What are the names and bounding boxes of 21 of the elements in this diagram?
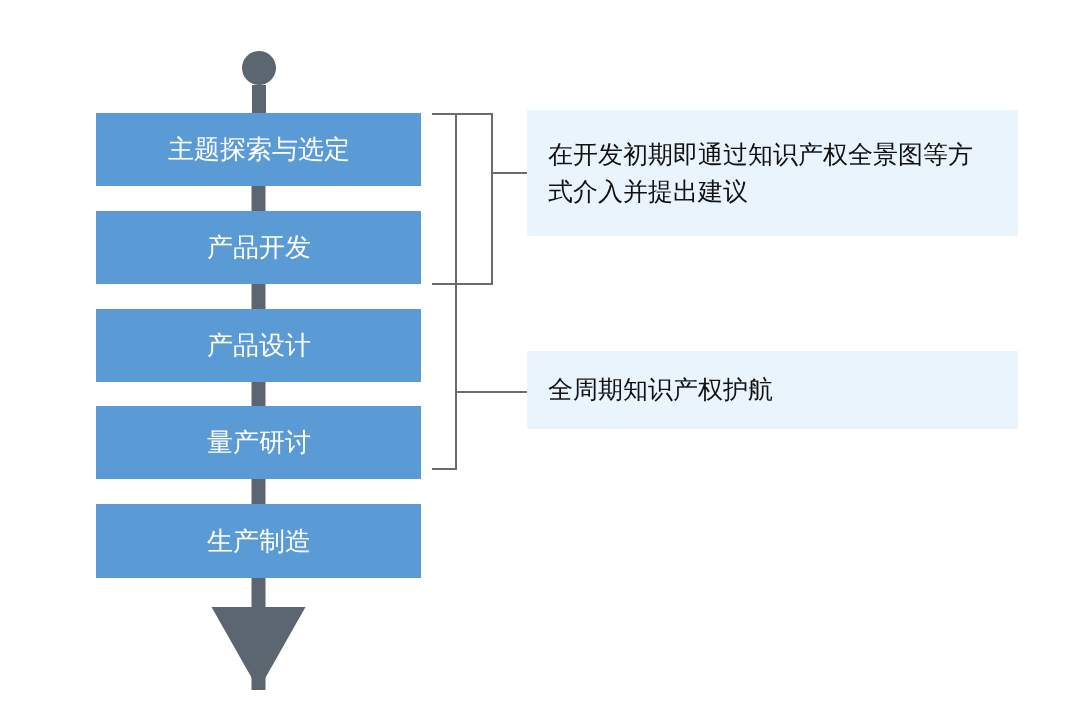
step-label: 主题探索与选定: [167, 133, 350, 166]
step-label: 产品开发: [206, 231, 311, 264]
step-label: 量产研讨: [206, 426, 311, 459]
connector-line: [251, 382, 266, 406]
process-box: [96, 113, 421, 186]
process-box: [96, 309, 421, 382]
connector-line: [251, 284, 266, 309]
note-text: 在开发初期即通过知识产权全景图等方式介入并提出建议: [548, 138, 974, 208]
step-label: 产品设计: [206, 329, 311, 362]
note-text: 全周期知识产权护航: [548, 374, 773, 407]
note-box: [527, 351, 1018, 429]
arrow: [211, 578, 306, 690]
connector-line: [251, 186, 266, 211]
connector-line: [252, 85, 266, 113]
connector-line: [251, 479, 266, 504]
process-box: [96, 504, 421, 578]
step-label: 生产制造: [206, 524, 311, 558]
process-box: [96, 406, 421, 479]
note-box: [527, 110, 1018, 236]
start-circle: [242, 51, 276, 85]
process-box: [96, 211, 421, 284]
